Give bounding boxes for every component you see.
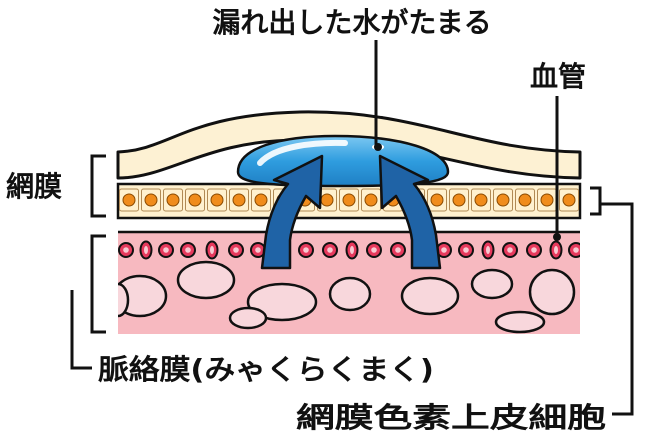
choroid-vessel <box>108 284 128 316</box>
blood-cell-center <box>255 247 261 253</box>
rpe-nucleus <box>321 194 333 206</box>
blood-cell-center <box>233 247 239 253</box>
vessel-label: 血管 <box>530 60 586 93</box>
choroid-label: 脈絡膜(みゃくらくまく) <box>98 353 434 386</box>
blood-cell-center <box>371 247 377 253</box>
blood-cell-center <box>395 247 401 253</box>
blood-cell-center <box>163 247 169 253</box>
blood-cell-center <box>327 247 333 253</box>
blood-cell-center <box>210 246 214 254</box>
rpe-nucleus <box>497 194 509 206</box>
rpe-nucleus <box>519 194 531 206</box>
blood-cell-center <box>507 247 513 253</box>
choroid-vessel <box>496 312 544 332</box>
rpe-nucleus <box>123 194 135 206</box>
rpe-nucleus <box>211 194 223 206</box>
choroid-vessel <box>230 308 266 328</box>
blood-cell-center <box>531 247 537 253</box>
choroid-vessel <box>472 270 512 298</box>
blood-cell-center <box>185 247 191 253</box>
blood-cell-center <box>554 246 558 254</box>
choroid-vessel <box>530 270 574 314</box>
choroid-vessel <box>402 278 458 314</box>
fluid-label: 漏れ出した水がたまる <box>212 6 491 39</box>
rpe-nucleus <box>167 194 179 206</box>
blood-cell-center <box>123 247 129 253</box>
choroid-vessel <box>178 262 234 298</box>
blood-cells <box>119 242 583 259</box>
rpe-nucleus <box>541 194 553 206</box>
rpe-nucleus <box>431 194 443 206</box>
choroid-layer <box>108 232 583 334</box>
rpe-nucleus <box>255 194 267 206</box>
rpe-nucleus <box>453 194 465 206</box>
rpe-nucleus <box>365 194 377 206</box>
rpe-nucleus <box>343 194 355 206</box>
blood-cell-center <box>144 246 148 254</box>
rpe-nucleus <box>145 194 157 206</box>
blood-cell-center <box>303 247 309 253</box>
choroid-vessel <box>330 278 370 310</box>
retina-label: 網膜 <box>6 170 62 203</box>
rpe-layer <box>118 184 580 218</box>
blood-cell-center <box>441 247 447 253</box>
blood-cell-center <box>350 246 354 254</box>
rpe-nucleus <box>563 194 575 206</box>
rpe-cells <box>120 189 579 211</box>
blood-cell-center <box>573 247 579 253</box>
rpe-nucleus <box>233 194 245 206</box>
rpe-label: 網膜色素上皮細胞 <box>296 401 606 434</box>
blood-cell-center <box>486 246 490 254</box>
blood-cell-center <box>463 247 469 253</box>
rpe-nucleus <box>475 194 487 206</box>
rpe-nucleus <box>189 194 201 206</box>
